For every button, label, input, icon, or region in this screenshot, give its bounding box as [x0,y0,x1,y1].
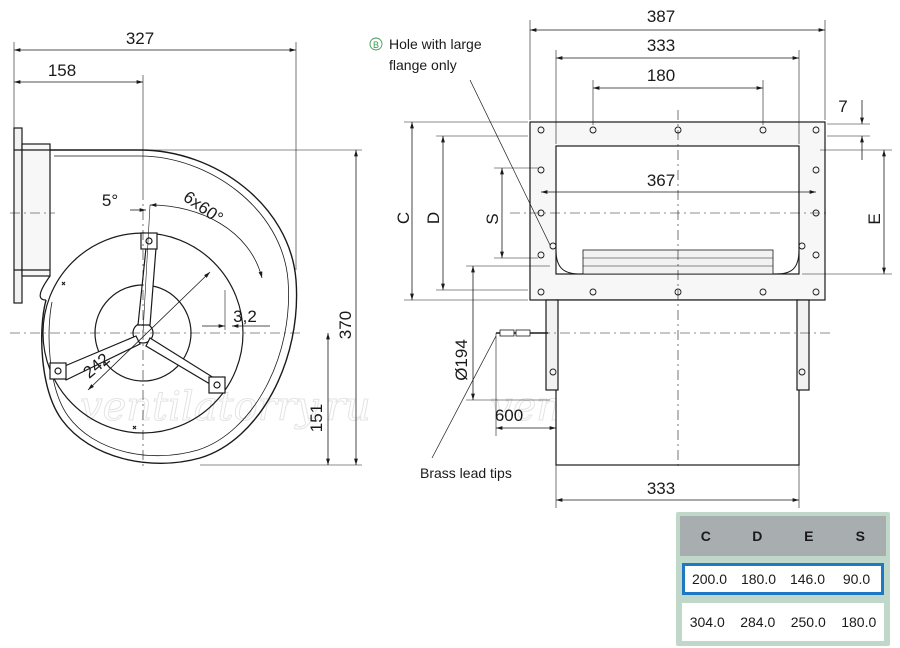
dim-6x60: 6x60° [180,187,227,228]
dim-333-bottom: 333 [647,479,675,498]
cell-S: 90.0 [842,571,871,587]
dim-600: 600 [495,406,523,425]
dim-180: 180 [647,66,675,85]
dim-327: 327 [126,29,154,48]
note-hole-line1: Hole with large [389,36,482,52]
table-row[interactable]: 304.0 284.0 250.0 180.0 [682,603,884,641]
marker-circle-icon [369,37,383,51]
header-D: D [752,528,763,544]
dim-5deg: 5° [102,191,118,210]
dim-387: 387 [647,7,675,26]
header-C: C [700,528,711,544]
note-brass-lead-tips: Brass lead tips [420,465,512,481]
table-header: C D E S [680,516,886,556]
dim-367: 367 [647,171,675,190]
marker-letter: B [373,40,379,50]
dim-E: E [865,213,884,224]
dimension-table: C D E S 200.0 180.0 146.0 90.0 304.0 284… [676,512,890,646]
cell-C: 304.0 [689,614,725,630]
dim-370: 370 [336,311,355,339]
cell-D: 284.0 [740,614,776,630]
header-E: E [804,528,814,544]
dim-158: 158 [48,61,76,80]
dim-151: 151 [307,404,326,432]
header-S: S [855,528,865,544]
dim-C: C [394,212,413,224]
dim-diameter-194: Ø194 [452,339,471,381]
dim-D: D [424,212,443,224]
dim-S: S [483,213,502,224]
dim-7: 7 [838,97,847,116]
note-hole-line2: flange only [389,57,457,73]
cell-E: 250.0 [790,614,826,630]
table-row-highlighted[interactable]: 200.0 180.0 146.0 90.0 [682,563,884,595]
front-view [404,20,892,508]
cell-S: 180.0 [841,614,877,630]
side-view [10,42,362,470]
dim-333-top: 333 [647,36,675,55]
cell-E: 146.0 [789,571,826,587]
cell-D: 180.0 [740,571,777,587]
cell-C: 200.0 [691,571,728,587]
dim-3-2: 3,2 [233,307,257,326]
